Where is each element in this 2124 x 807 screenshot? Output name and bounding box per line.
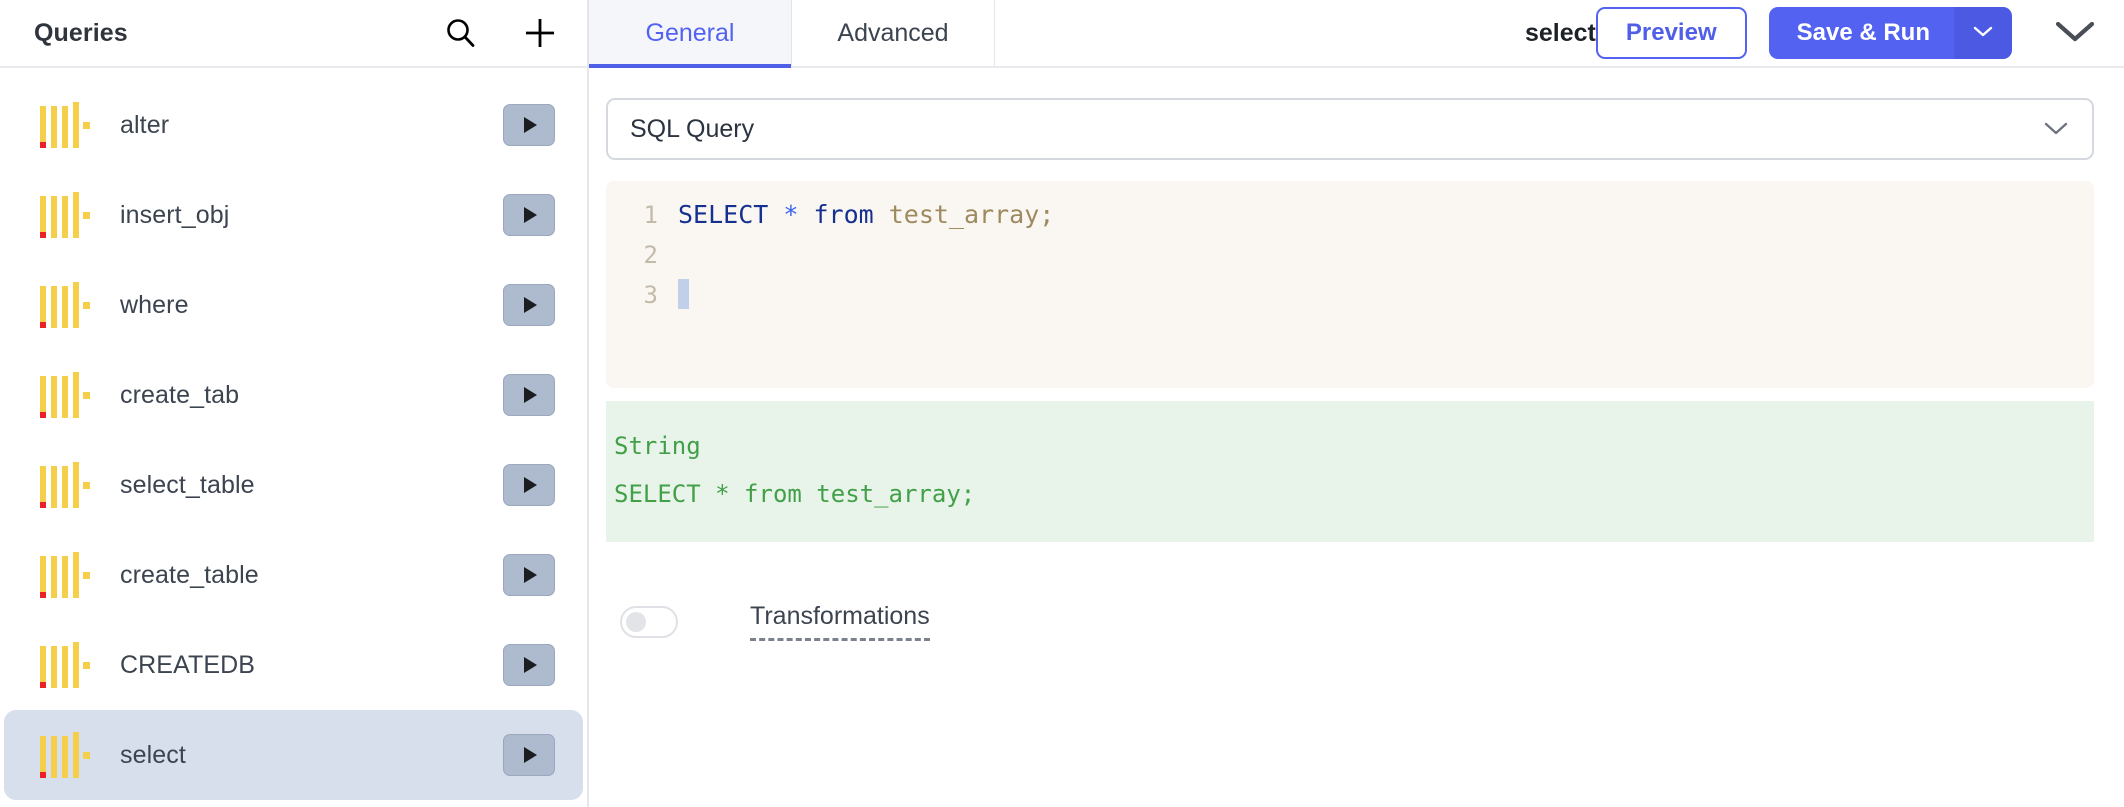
result-value: SELECT * from test_array;	[614, 480, 976, 508]
query-barcode-icon	[38, 552, 90, 598]
line-number: 3	[643, 281, 658, 309]
sidebar-header-actions	[445, 16, 557, 50]
play-icon	[524, 387, 537, 403]
list-item[interactable]: CREATEDB	[4, 620, 583, 710]
query-result-panel: String SELECT * from test_array;	[606, 401, 2094, 542]
sql-token-operator: *	[783, 200, 814, 229]
query-name: CREATEDB	[120, 650, 256, 679]
query-name: insert_obj	[120, 200, 230, 229]
list-item[interactable]: alter	[4, 80, 583, 170]
list-item[interactable]: insert_obj	[4, 170, 583, 260]
play-icon	[524, 477, 537, 493]
code-line-content	[678, 275, 689, 315]
play-icon	[524, 657, 537, 673]
play-icon	[524, 747, 537, 763]
query-name: select_table	[120, 470, 255, 499]
query-name: select	[120, 740, 186, 769]
query-type-value: SQL Query	[630, 114, 755, 143]
run-query-button[interactable]	[503, 284, 555, 326]
tab-advanced[interactable]: Advanced	[792, 0, 995, 66]
header-actions: Preview Save & Run	[1595, 0, 2124, 66]
transformations-row: Transformations	[606, 602, 2094, 641]
query-name: alter	[120, 110, 170, 139]
list-item-selected[interactable]: select	[4, 710, 583, 800]
code-line-content: SELECT * from test_array;	[678, 195, 1054, 235]
run-query-button[interactable]	[503, 734, 555, 776]
sidebar-header: Queries	[0, 0, 587, 68]
query-barcode-icon	[38, 732, 90, 778]
sql-token-keyword: from	[813, 200, 889, 229]
play-icon	[524, 207, 537, 223]
transformations-label: Transformations	[750, 602, 930, 641]
code-line: 2	[606, 235, 2094, 275]
chevron-down-icon	[1972, 24, 1994, 43]
collapse-panel-button[interactable]	[2048, 6, 2102, 60]
plus-icon[interactable]	[523, 16, 557, 50]
list-item[interactable]: create_tab	[4, 350, 583, 440]
page-title: select	[1525, 18, 1596, 47]
query-type-select[interactable]: SQL Query	[606, 98, 2094, 160]
main-header: General Advanced select Preview Save & R…	[589, 0, 2124, 68]
save-run-dropdown-button[interactable]	[1954, 7, 2012, 59]
header-spacer	[995, 0, 1525, 66]
query-barcode-icon	[38, 462, 90, 508]
sql-code-editor[interactable]: 1 SELECT * from test_array; 2 3	[606, 181, 2094, 388]
list-item[interactable]: select_table	[4, 440, 583, 530]
queries-sidebar: Queries	[0, 0, 589, 807]
play-icon	[524, 567, 537, 583]
play-icon	[524, 117, 537, 133]
save-run-group: Save & Run	[1768, 7, 2012, 59]
line-number: 1	[643, 201, 658, 229]
chevron-down-icon	[2052, 16, 2098, 51]
query-barcode-icon	[38, 102, 90, 148]
text-cursor	[678, 279, 689, 309]
line-number: 2	[643, 241, 658, 269]
tab-general[interactable]: General	[589, 0, 792, 68]
run-query-button[interactable]	[503, 194, 555, 236]
transformations-toggle[interactable]	[620, 605, 678, 638]
sidebar-title: Queries	[34, 18, 128, 47]
main-panel: General Advanced select Preview Save & R…	[589, 0, 2124, 807]
query-barcode-icon	[38, 372, 90, 418]
sql-token-identifier: test_array;	[888, 200, 1055, 229]
query-name: create_tab	[120, 380, 240, 409]
run-query-button[interactable]	[503, 374, 555, 416]
main-body: SQL Query 1 SELECT * from test_array; 2 …	[589, 68, 2124, 807]
list-item[interactable]: where	[4, 260, 583, 350]
toggle-knob	[626, 611, 646, 632]
query-barcode-icon	[38, 192, 90, 238]
run-query-button[interactable]	[503, 554, 555, 596]
run-query-button[interactable]	[503, 104, 555, 146]
query-name: create_table	[120, 560, 259, 589]
query-name: where	[120, 290, 189, 319]
query-list: alter insert_obj where	[0, 68, 587, 807]
preview-button[interactable]: Preview	[1595, 7, 1747, 59]
query-barcode-icon	[38, 642, 90, 688]
tab-advanced-label: Advanced	[837, 18, 949, 47]
query-barcode-icon	[38, 282, 90, 328]
result-type-label: String	[614, 432, 701, 460]
run-query-button[interactable]	[503, 644, 555, 686]
sql-token-keyword: SELECT	[678, 200, 784, 229]
code-line: 3	[606, 275, 2094, 315]
play-icon	[524, 297, 537, 313]
run-query-button[interactable]	[503, 464, 555, 506]
list-item[interactable]: create_table	[4, 530, 583, 620]
save-run-button[interactable]: Save & Run	[1768, 7, 1954, 59]
tab-general-label: General	[645, 18, 735, 47]
chevron-down-icon	[2042, 115, 2070, 144]
code-line: 1 SELECT * from test_array;	[606, 195, 2094, 235]
search-icon[interactable]	[445, 17, 477, 49]
